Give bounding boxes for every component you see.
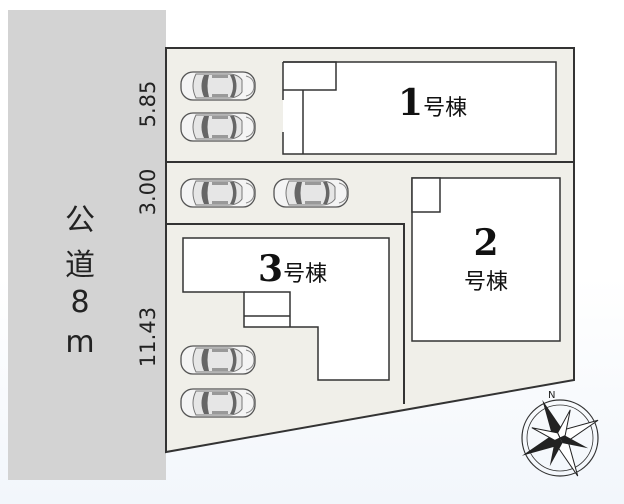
building-1-suffix: 号棟 xyxy=(423,96,468,121)
compass-north-label: N xyxy=(548,390,555,401)
building-2-number: 2 xyxy=(473,222,499,264)
road-label-2: 道 xyxy=(65,248,95,283)
building-3-suffix: 号棟 xyxy=(283,262,328,287)
building-2-porch xyxy=(411,177,441,213)
parking-car xyxy=(180,345,256,375)
parking-car xyxy=(180,178,256,208)
dimension-middle: 3.00 xyxy=(136,168,160,216)
building-1-porch xyxy=(283,61,337,154)
building-1-label: 1号棟 xyxy=(398,82,467,124)
public-road xyxy=(8,10,166,480)
parking-car xyxy=(273,178,349,208)
compass-icon xyxy=(521,399,599,477)
parking-car xyxy=(180,388,256,418)
building-3-label: 3号棟 xyxy=(258,248,327,290)
parking-car xyxy=(180,71,256,101)
building-1-outline xyxy=(282,61,557,155)
dimension-top: 5.85 xyxy=(136,80,160,128)
building-1-number: 1 xyxy=(398,82,424,124)
building-3-number: 3 xyxy=(258,248,284,290)
building-2-label: 2 号棟 xyxy=(456,222,516,296)
dimension-bottom: 11.43 xyxy=(136,306,160,368)
lot-divider-lower xyxy=(166,223,405,404)
parking-car xyxy=(180,112,256,142)
road-label-1: 公 xyxy=(65,203,95,238)
building-3-porch xyxy=(244,291,291,327)
building-3-outline xyxy=(182,237,390,381)
road-label-4: m xyxy=(65,325,95,360)
building-2-suffix: 号棟 xyxy=(463,270,508,295)
road-label-3: 8 xyxy=(70,285,90,320)
